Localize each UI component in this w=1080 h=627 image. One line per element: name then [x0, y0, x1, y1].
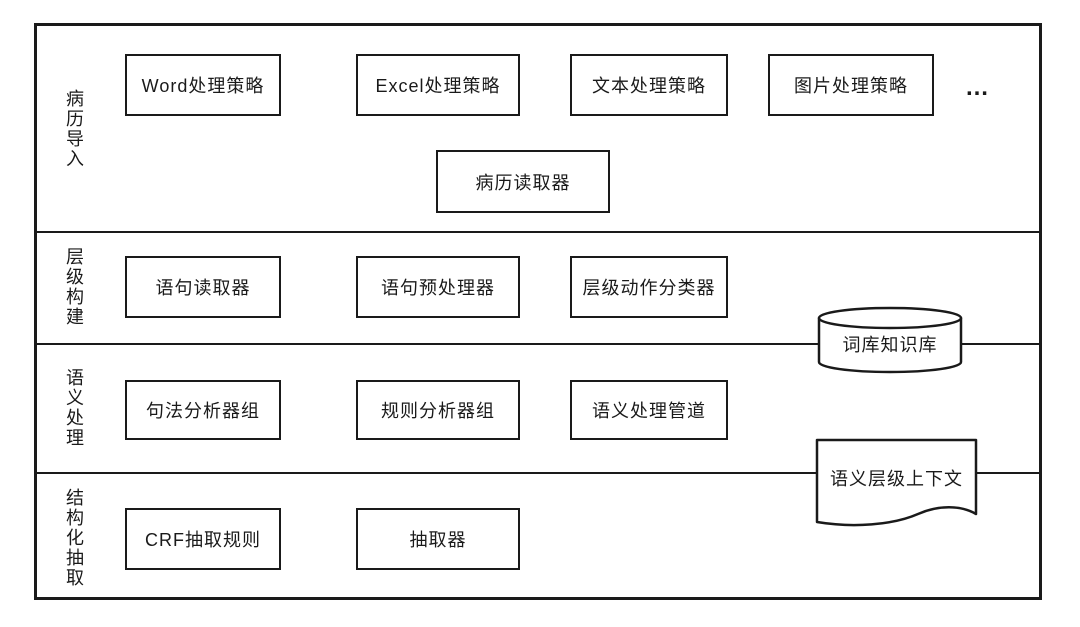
box-extractor: 抽取器 — [356, 508, 520, 570]
layer-label-hierarchy-construction: 层级构建 — [64, 247, 84, 327]
box-excel-strategy: Excel处理策略 — [356, 54, 520, 116]
box-sentence-reader: 语句读取器 — [125, 256, 281, 318]
box-word-strategy: Word处理策略 — [125, 54, 281, 116]
divider-layer3-layer4 — [37, 472, 1039, 474]
architecture-diagram-frame: 病历导入 层级构建 语义处理 结构化抽取 Word处理策略 Excel处理策略 … — [34, 23, 1042, 600]
divider-layer2-layer3 — [37, 343, 1039, 345]
box-record-reader: 病历读取器 — [436, 150, 610, 213]
box-rule-analyzer-group: 规则分析器组 — [356, 380, 520, 440]
document-shape: 语义层级上下文 — [815, 438, 978, 530]
box-sentence-preprocessor: 语句预处理器 — [356, 256, 520, 318]
ellipsis-more-strategies: … — [965, 74, 991, 101]
layer-label-semantic-processing: 语义处理 — [64, 367, 84, 448]
box-syntax-analyzer-group: 句法分析器组 — [125, 380, 281, 440]
layer-label-record-import: 病历导入 — [64, 88, 84, 169]
box-text-strategy: 文本处理策略 — [570, 54, 728, 116]
box-image-strategy: 图片处理策略 — [768, 54, 934, 116]
divider-layer1-layer2 — [37, 231, 1039, 233]
database-cylinder: 词库知识库 — [817, 306, 963, 374]
database-label: 词库知识库 — [842, 335, 938, 355]
box-hierarchy-action-classifier: 层级动作分类器 — [570, 256, 728, 318]
document-wave-shape — [815, 438, 978, 527]
database-cylinder-shape — [817, 306, 963, 374]
document-label: 语义层级上下文 — [830, 469, 963, 489]
box-crf-extraction-rules: CRF抽取规则 — [125, 508, 281, 570]
box-semantic-pipeline: 语义处理管道 — [570, 380, 728, 440]
layer-label-structured-extraction: 结构化抽取 — [64, 487, 84, 588]
